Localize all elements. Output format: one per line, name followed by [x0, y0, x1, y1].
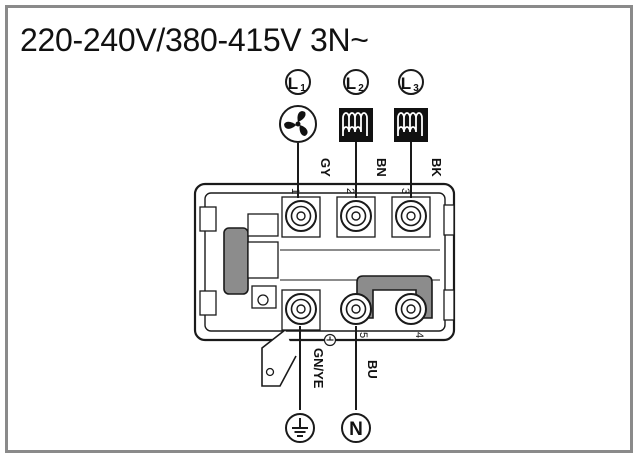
- terminal-block: [193, 182, 456, 387]
- terminal-number-2: 2: [344, 188, 356, 194]
- svg-text:2: 2: [358, 83, 364, 94]
- wire-label-earth: GN/YE: [311, 348, 326, 389]
- wire-label-neutral: BU: [365, 360, 380, 379]
- neutral-bridge: [356, 275, 433, 319]
- svg-text:3: 3: [413, 83, 419, 94]
- terminal-1-screw: [285, 200, 317, 232]
- wire-label-l2: BN: [374, 158, 389, 177]
- terminal-number-1: 1: [289, 188, 301, 194]
- terminal-4-screw: [395, 293, 427, 325]
- terminal-earth-screw: [285, 293, 317, 325]
- svg-text:L: L: [288, 74, 298, 93]
- terminal-number-5: 5: [357, 332, 369, 338]
- wire-label-l1: GY: [318, 158, 333, 177]
- phase-symbol-l2: L 2: [343, 69, 369, 95]
- wire-label-l3: BK: [429, 158, 444, 177]
- heating-coil-icon: [339, 108, 373, 142]
- phase-symbol-l1: L 1: [285, 69, 311, 95]
- neutral-symbol: N: [341, 413, 371, 443]
- voltage-title: 220-240V/380-415V 3N~: [20, 22, 369, 58]
- terminal-number-4: 4: [413, 332, 425, 338]
- terminal-3-screw: [395, 200, 427, 232]
- svg-text:N: N: [349, 419, 363, 440]
- wires: [297, 142, 412, 410]
- heating-coil-icon: [394, 108, 428, 142]
- terminal-2-screw: [340, 200, 372, 232]
- terminal-number-3: 3: [399, 188, 411, 194]
- fan-icon: [279, 105, 317, 143]
- terminal-5-screw: [340, 293, 372, 325]
- svg-text:1: 1: [300, 83, 306, 94]
- svg-text:L: L: [401, 74, 411, 93]
- phase-symbol-l3: L 3: [398, 69, 424, 95]
- earth-ground-icon: [285, 413, 315, 443]
- cable-clamp: [223, 227, 249, 295]
- earth-mark-small-icon: [323, 333, 337, 347]
- svg-text:L: L: [346, 74, 356, 93]
- terminal-row-top: [281, 196, 431, 238]
